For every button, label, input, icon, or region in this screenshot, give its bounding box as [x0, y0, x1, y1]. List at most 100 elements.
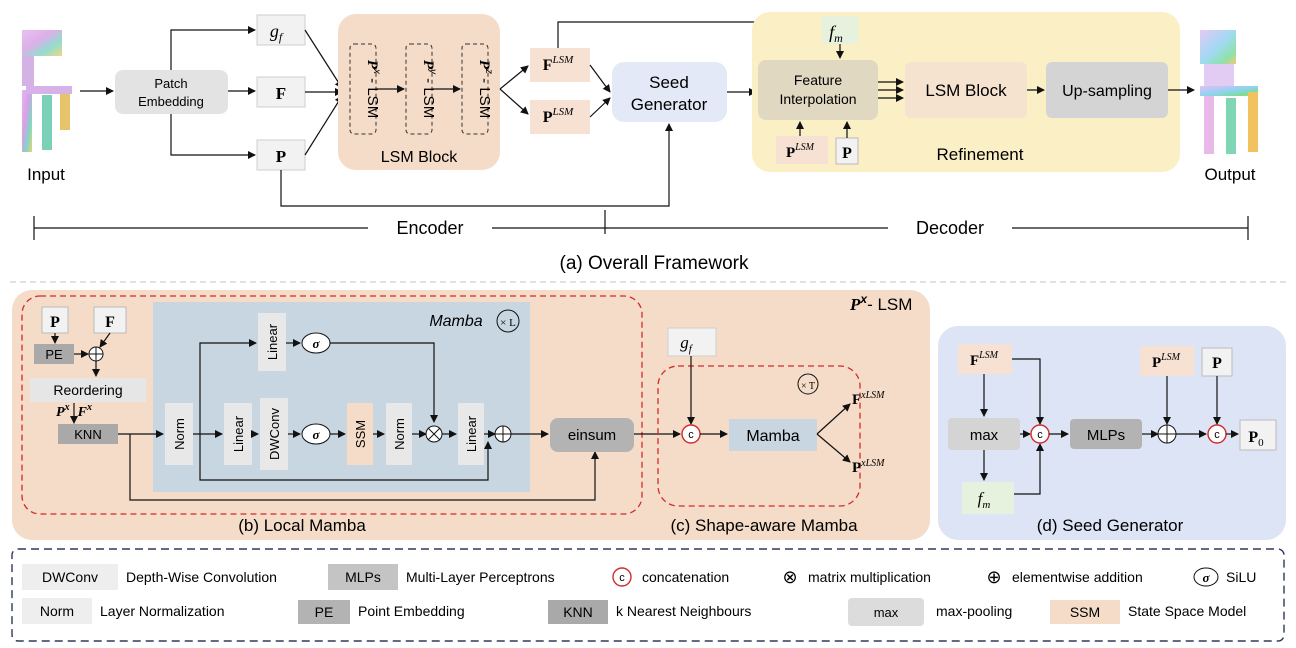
- lsm-block-panel: [338, 14, 500, 170]
- px-lsm-title: Px- LSM: [849, 292, 912, 314]
- seed-generator-line1: Seed: [649, 73, 689, 92]
- seed-p-lsm-box: [1140, 346, 1194, 376]
- mlps-box: [1070, 419, 1142, 449]
- p0-label: P0: [1248, 429, 1264, 449]
- output-point-cloud: [1200, 30, 1258, 154]
- local-mamba-caption: (b) Local Mamba: [238, 516, 366, 535]
- lsm-block-label: LSM Block: [381, 149, 458, 166]
- dwconv-label: DWConv: [267, 408, 282, 461]
- seed-p-label: P: [1212, 355, 1222, 372]
- legend-knn-key: KNN: [563, 604, 593, 620]
- legend-mlps-key: MLPs: [345, 569, 381, 585]
- patch-embedding-line2: Embedding: [138, 94, 204, 109]
- silu-icon-bottom: σ: [301, 423, 331, 445]
- ssm-label: SSM: [353, 420, 368, 448]
- einsum-label: einsum: [568, 427, 616, 444]
- legend-ssm-swatch: [1050, 600, 1120, 624]
- legend-multiply-desc: matrix multiplication: [808, 569, 931, 585]
- svg-text:c: c: [688, 429, 694, 441]
- patch-embedding-box: [115, 70, 228, 114]
- add-icon-seed: [1157, 424, 1177, 444]
- legend-pe-desc: Point Embedding: [358, 603, 465, 619]
- knn-label: KNN: [74, 427, 101, 442]
- p-lsm-refine-label: PLSM: [786, 142, 815, 161]
- f-lsm-box: [530, 48, 590, 82]
- fm-box: [822, 16, 858, 44]
- max-label: max: [970, 427, 999, 444]
- seed-generator-box: [612, 62, 727, 122]
- feature-interpolation-box: [758, 60, 878, 120]
- legend-add-desc: elementwise addition: [1012, 569, 1143, 585]
- mamba-label: Mamba: [429, 313, 482, 330]
- shape-aware-border: [657, 365, 861, 507]
- sa-gf-label: gf: [680, 333, 694, 355]
- concat-icon-seed-1: c: [1030, 424, 1050, 444]
- legend-mlps-swatch: [328, 564, 398, 590]
- seed-p-lsm-label: PLSM: [1152, 352, 1181, 371]
- legend-norm-desc: Layer Normalization: [100, 603, 225, 619]
- max-box: [948, 418, 1020, 450]
- pe-box: [34, 344, 74, 364]
- legend-max-desc: max-pooling: [936, 603, 1012, 619]
- reordering-label: Reordering: [53, 382, 122, 398]
- legend-dwconv-key: DWConv: [42, 569, 98, 585]
- p-xlsm-label: PxLSM: [852, 458, 885, 476]
- legend-silu-key: σ: [1202, 570, 1210, 585]
- f-xlsm-label: FxLSM: [852, 390, 885, 408]
- add-icon-out: [494, 425, 512, 443]
- legend-add-icon: ⊕: [986, 567, 1001, 587]
- output-label: Output: [1204, 165, 1255, 184]
- svg-text:Py - LSM: Py - LSM: [420, 60, 438, 118]
- feature-interpolation-line2: Interpolation: [779, 91, 856, 107]
- local-p-label: P: [50, 314, 60, 331]
- legend-border: [11, 548, 1285, 642]
- legend-concat-key: c: [619, 572, 625, 584]
- pe-label: PE: [45, 347, 63, 362]
- decoder-label: Decoder: [916, 218, 984, 238]
- mlps-label: MLPs: [1087, 427, 1125, 444]
- sa-mamba-box: [729, 419, 817, 451]
- concat-icon-seed-2: c: [1207, 424, 1227, 444]
- repeat-L-icon: × L: [496, 309, 520, 333]
- p0-box: [1239, 419, 1277, 451]
- seed-generator-caption: (d) Seed Generator: [1037, 516, 1184, 535]
- gf-label: gf: [270, 21, 284, 44]
- svg-text:× T: × T: [801, 381, 815, 392]
- f-lsm-label: FLSM: [543, 54, 574, 74]
- legend-concat-icon: [612, 567, 632, 587]
- shape-aware-caption: (c) Shape-aware Mamba: [670, 516, 858, 535]
- p-refine-label: P: [842, 145, 852, 162]
- legend-mlps-desc: Multi-Layer Perceptrons: [406, 569, 555, 585]
- p-lsm-refine-box: [776, 136, 828, 164]
- feature-interpolation-line1: Feature: [794, 72, 842, 88]
- upsampling-label: Up-sampling: [1062, 83, 1152, 100]
- lsm-x-module: Px - LSM: [349, 43, 382, 135]
- lsm-z-module: Pz - LSM: [461, 43, 494, 135]
- seed-fm-label: fm: [978, 489, 991, 511]
- norm-box-1: [165, 403, 193, 465]
- refinement-label: Refinement: [937, 145, 1024, 164]
- svg-text:× L: × L: [500, 317, 516, 329]
- linear-box-mid: [224, 403, 252, 465]
- svg-text:σ: σ: [312, 336, 320, 351]
- legend-knn-swatch: [548, 600, 608, 624]
- legend-silu-icon: [1193, 567, 1219, 587]
- local-f-label: F: [105, 314, 115, 331]
- legend-knn-desc: k Nearest Neighbours: [616, 603, 751, 619]
- local-mamba-border: [21, 295, 643, 515]
- sa-gf-box: [667, 327, 717, 357]
- einsum-box: [550, 418, 634, 452]
- legend-max-key: max: [874, 605, 899, 620]
- encoder-label: Encoder: [396, 218, 463, 238]
- legend-dwconv-swatch: [22, 564, 118, 590]
- seed-generator-line2: Generator: [631, 95, 708, 114]
- p-lsm-label: PLSM: [543, 106, 574, 126]
- ssm-box: [347, 403, 373, 465]
- seed-fm-box: [962, 482, 1014, 514]
- linear-label-top: Linear: [265, 323, 280, 360]
- gf-box: [256, 14, 306, 46]
- input-label: Input: [27, 165, 65, 184]
- local-p-box: [41, 306, 69, 334]
